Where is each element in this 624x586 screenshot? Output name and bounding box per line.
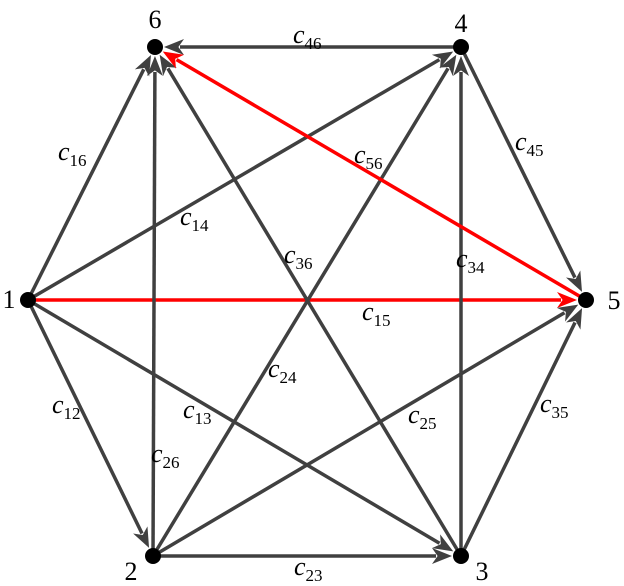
arrowhead [134,55,151,77]
edge-label-subscript: 36 [296,254,313,273]
edge-label-symbol: c [284,240,296,269]
edge-label-subscript: 13 [195,409,212,428]
edge-2-to-6 [146,55,163,557]
edge-label-subscript: 46 [305,34,322,53]
edge-label-symbol: c [515,127,527,156]
node-6 [147,39,163,55]
edge-label-subscript: 14 [192,216,210,235]
arrowhead [431,51,454,69]
node-label-5: 5 [608,286,621,315]
arrowhead [133,526,150,548]
nodes-layer [20,39,594,564]
edge-label-symbol: c [456,244,468,273]
edge-3-to-5 [459,308,583,557]
edge-1-to-2 [26,299,150,548]
node-label-2: 2 [125,557,138,586]
edge-4-to-5 [459,46,583,292]
edge-label-c14: c14 [180,202,209,235]
edge-label-c25: c25 [408,400,437,433]
edge-label-symbol: c [408,400,420,429]
edge-label-c16: c16 [58,137,87,170]
edge-2-to-3 [153,548,452,564]
arrowhead [431,534,454,552]
node-label-6: 6 [149,5,162,34]
edge-label-symbol: c [183,395,195,424]
node-4 [453,39,469,55]
edge-3-to-6 [159,54,463,557]
edge-label-c15: c15 [362,297,391,330]
arrowhead [557,292,577,308]
arrowhead [556,304,579,322]
edge-label-subscript: 23 [306,566,323,585]
edge-label-c36: c36 [284,240,313,273]
edge-label-c12: c12 [52,390,81,423]
arrowhead [566,308,583,330]
edge-line [26,68,146,301]
edge-label-symbol: c [52,390,64,419]
edge-label-subscript: 35 [552,403,569,422]
edge-line [175,58,587,302]
edge-3-to-4 [453,56,469,556]
edge-label-subscript: 24 [280,368,298,387]
edge-label-subscript: 15 [374,311,391,330]
edge-label-symbol: c [180,202,192,231]
edge-label-subscript: 26 [163,453,180,472]
edge-label-c23: c23 [294,552,323,585]
edge-line [166,67,463,557]
edge-line [151,71,157,557]
edge-label-symbol: c [293,20,305,49]
node-5 [578,292,594,308]
edge-4-to-6 [164,39,461,55]
edge-label-symbol: c [58,137,70,166]
arrowhead [164,39,184,55]
arrowhead [162,51,185,69]
edge-1-to-3 [27,298,454,552]
edge-label-c13: c13 [183,395,212,428]
node-2 [145,548,161,564]
edge-2-to-5 [152,304,579,558]
edge-line [459,46,577,279]
node-label-4: 4 [455,9,468,38]
edge-2-to-4 [151,54,457,557]
edge-label-c35: c35 [540,389,569,422]
edge-label-c24: c24 [268,354,297,387]
arrowhead [453,56,469,76]
edge-label-subscript: 56 [366,154,383,173]
arrowhead [565,270,583,292]
edge-label-symbol: c [294,552,306,581]
edge-1-to-5 [28,292,577,308]
edge-label-subscript: 25 [420,414,437,433]
node-label-3: 3 [476,557,489,586]
edge-label-symbol: c [354,140,366,169]
edge-label-subscript: 12 [64,404,81,423]
edge-line [26,299,144,535]
edge-label-c46: c46 [293,20,322,53]
edge-label-symbol: c [268,354,280,383]
edge-label-c45: c45 [515,127,544,160]
arrowhead [146,55,163,77]
edge-label-c56: c56 [354,140,383,173]
edge-label-subscript: 16 [70,151,87,170]
edge-line [151,67,450,557]
arrowhead [159,54,177,76]
node-label-1: 1 [3,285,16,314]
node-1 [20,292,36,308]
edge-label-subscript: 45 [527,141,544,160]
edge-1-to-6 [26,55,151,301]
edge-label-c26: c26 [151,439,180,472]
edge-label-symbol: c [540,389,552,418]
node-3 [453,548,469,564]
edge-label-symbol: c [362,297,374,326]
edge-label-c34: c34 [456,244,485,277]
edge-line [152,311,566,558]
edge-label-subscript: 34 [468,258,486,277]
edge-5-to-6 [162,51,587,302]
edges-layer [26,39,587,564]
edge-line [459,321,577,557]
arrowhead [439,54,457,76]
edge-label-symbol: c [151,439,163,468]
arrowhead [432,548,452,564]
